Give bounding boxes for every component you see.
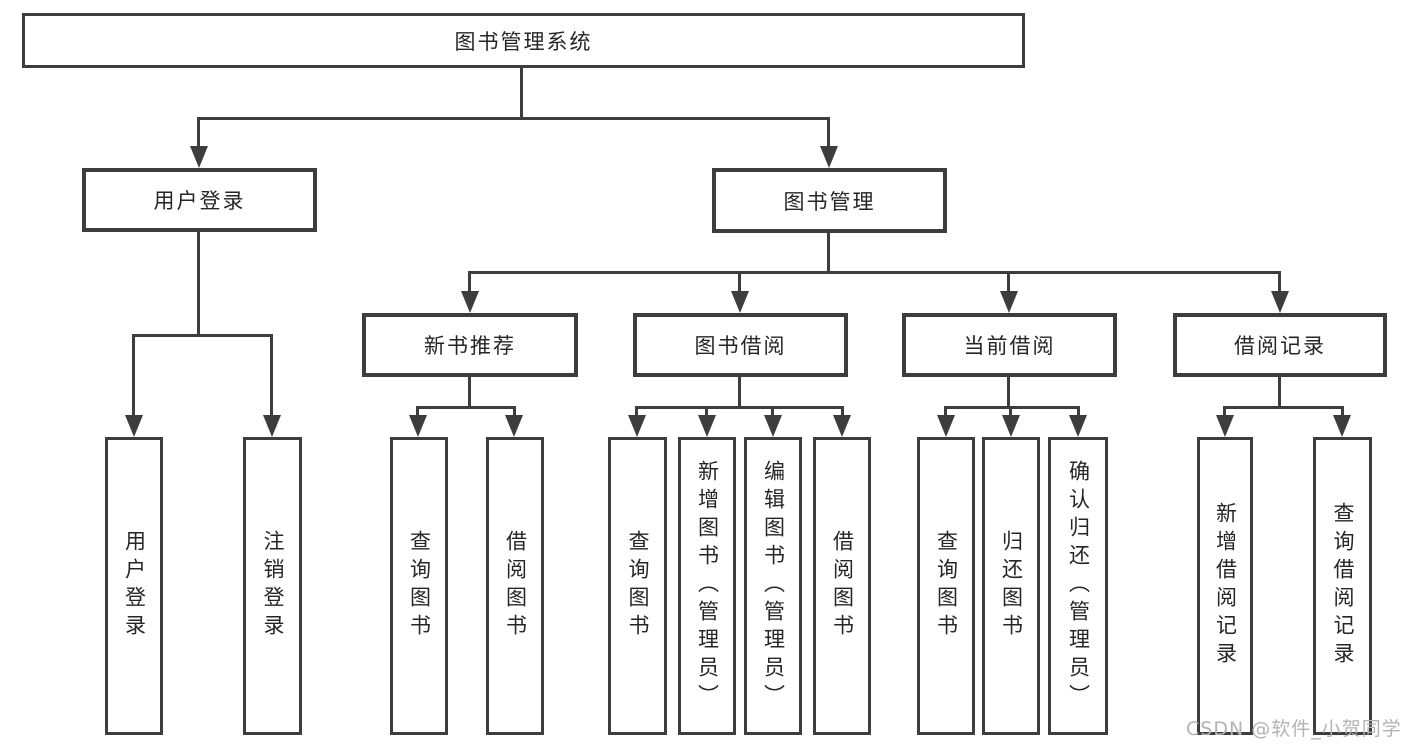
arrow-down-icon — [190, 146, 208, 168]
arrow-down-icon — [263, 415, 281, 437]
watermark-text: CSDN @软件_小贺同学 — [1186, 718, 1402, 740]
connector-drop-leaf — [944, 407, 947, 417]
connector-drop-level3 — [1278, 272, 1281, 294]
leaf-add-books-admin: 新增图书（管理员） — [678, 437, 736, 735]
leaf-query-borrow-record: 查询借阅记录 — [1313, 437, 1372, 735]
arrow-down-icon — [698, 415, 716, 437]
leaf-return-books: 归还图书 — [982, 437, 1040, 735]
arrow-down-icon — [820, 146, 838, 168]
connector-drop-leaf — [771, 407, 774, 417]
arrow-down-icon — [409, 415, 427, 437]
node-current-borrowing: 当前借阅 — [902, 313, 1117, 377]
connector-drop-leaf — [1223, 407, 1226, 417]
arrow-down-icon — [1333, 415, 1351, 437]
leaf-confirm-return-admin: 确认归还（管理员） — [1048, 437, 1108, 735]
arrow-down-icon — [1069, 415, 1087, 437]
leaf-logout: 注销登录 — [243, 437, 302, 735]
arrow-down-icon — [461, 291, 479, 313]
node-user-login: 用户登录 — [82, 168, 317, 232]
connector-drop-leaf — [841, 407, 844, 417]
arrow-down-icon — [1000, 291, 1018, 313]
arrow-down-icon — [628, 415, 646, 437]
connector-drop-leaf — [270, 335, 273, 416]
node-library-management-system: 图书管理系统 — [22, 13, 1025, 68]
arrow-down-icon — [1271, 291, 1289, 313]
arrow-down-icon — [125, 415, 143, 437]
leaf-borrow-books: 借阅图书 — [813, 437, 871, 735]
leaf-borrow-books-recommend: 借阅图书 — [486, 437, 544, 735]
node-borrowing-records: 借阅记录 — [1173, 313, 1387, 377]
connector-group-stem — [738, 377, 741, 407]
leaf-edit-books-admin: 编辑图书（管理员） — [744, 437, 802, 735]
arrow-down-icon — [1216, 415, 1234, 437]
connector-drop-user-login — [197, 118, 200, 150]
connector-level2-bus — [197, 117, 830, 120]
leaf-query-books-recommend: 查询图书 — [390, 437, 448, 735]
connector-drop-book-management — [827, 118, 830, 150]
connector-root-stem — [520, 68, 523, 118]
arrow-down-icon — [505, 415, 523, 437]
connector-group-stem — [1278, 377, 1281, 407]
connector-group-stem — [1007, 377, 1010, 407]
connector-book-management-stem — [827, 233, 830, 273]
connector-group-bus — [944, 406, 1080, 409]
node-book-borrowing: 图书借阅 — [633, 313, 848, 377]
connector-drop-level3 — [738, 272, 741, 294]
connector-drop-leaf — [705, 407, 708, 417]
connector-drop-leaf — [1341, 407, 1344, 417]
connector-level3-bus — [468, 271, 1281, 274]
connector-drop-leaf — [132, 335, 135, 416]
arrow-down-icon — [731, 291, 749, 313]
connector-group-stem — [468, 377, 471, 407]
arrow-down-icon — [764, 415, 782, 437]
leaf-query-books-borrowing: 查询图书 — [608, 437, 667, 735]
arrow-down-icon — [937, 415, 955, 437]
connector-drop-leaf — [1009, 407, 1012, 417]
connector-drop-leaf — [513, 407, 516, 417]
node-book-management: 图书管理 — [712, 168, 947, 233]
connector-drop-leaf — [635, 407, 638, 417]
connector-drop-level3 — [1007, 272, 1010, 294]
leaf-query-books-current: 查询图书 — [917, 437, 975, 735]
connector-drop-leaf — [1077, 407, 1080, 417]
arrow-down-icon — [833, 415, 851, 437]
node-new-book-recommendation: 新书推荐 — [362, 313, 578, 377]
connector-group-bus — [635, 406, 844, 409]
connector-group-bus — [416, 406, 516, 409]
leaf-add-borrow-record: 新增借阅记录 — [1197, 437, 1253, 735]
connector-drop-leaf — [416, 407, 419, 417]
connector-drop-level3 — [468, 272, 471, 294]
arrow-down-icon — [1002, 415, 1020, 437]
leaf-user-login: 用户登录 — [105, 437, 163, 735]
connector-user-login-bus — [132, 334, 273, 337]
connector-group-bus — [1223, 406, 1344, 409]
connector-user-login-stem — [197, 232, 200, 335]
